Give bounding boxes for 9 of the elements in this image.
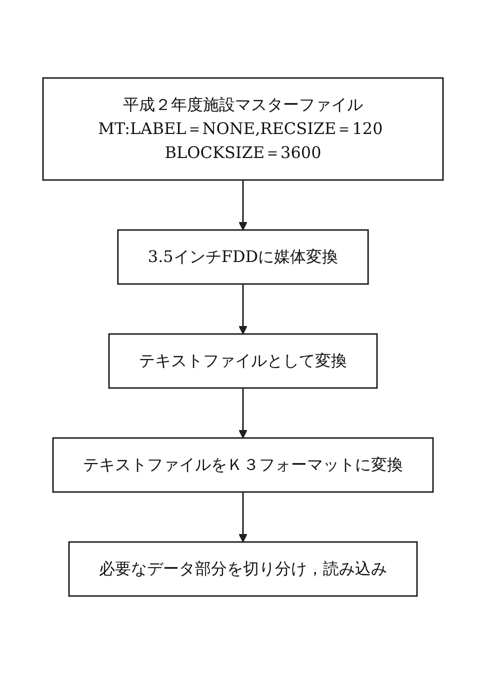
node-box: テキストファイルをＫ３フォーマットに変換	[52, 436, 434, 492]
arrow	[238, 284, 248, 334]
node-box: 3.5インチFDDに媒体変換	[117, 228, 369, 284]
arrow	[238, 492, 248, 542]
node-box: 必要なデータ部分を切り分け，読み込み	[68, 540, 418, 596]
node-box: 平成２年度施設マスターファイル MT:LABEL＝NONE,RECSIZE＝120 BLOCKSIZE＝3600	[42, 76, 444, 180]
arrow	[238, 180, 248, 230]
arrow	[238, 388, 248, 438]
node-box: テキストファイルとして変換	[108, 332, 378, 388]
